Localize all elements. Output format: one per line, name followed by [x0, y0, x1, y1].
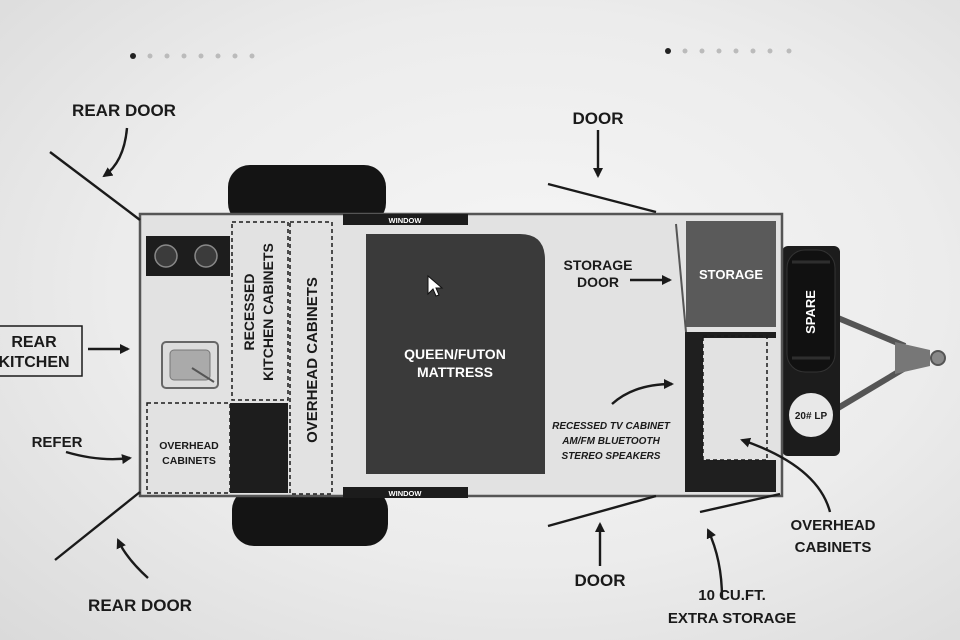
label-storage-door-1: STORAGE [564, 257, 633, 273]
window-bottom [343, 487, 468, 498]
kitchen-sink [161, 341, 219, 389]
label-refer: REFER [32, 434, 83, 451]
label-recessed-kitchen-1: RECESSED [241, 273, 257, 350]
label-rear-kitchen-1: REAR [11, 334, 57, 351]
rear-kitchen-box [0, 325, 83, 377]
label-overhead-cabinets-right-1: OVERHEAD [790, 517, 875, 534]
annotation-arrows [65, 127, 832, 599]
side-door-bottom-line [547, 494, 657, 528]
side-door-top-line [547, 182, 657, 214]
label-window-bottom: WINDOW [389, 489, 423, 498]
carousel-dots-left [130, 53, 255, 59]
extra-storage-door-line [699, 492, 781, 514]
spare-tire-box [782, 246, 840, 456]
label-extra-storage-2: EXTRA STORAGE [668, 610, 796, 627]
label-door-bottom: DOOR [575, 571, 626, 590]
label-overhead-cabinets-vertical: OVERHEAD CABINETS [304, 277, 321, 443]
label-lp: 20# LP [795, 411, 828, 422]
storage-compartment [686, 221, 776, 327]
label-rear-door-bottom: REAR DOOR [88, 596, 192, 615]
label-storage: STORAGE [699, 267, 763, 282]
overhead-cabinets-center [289, 221, 333, 495]
label-recessed-kitchen-2: KITCHEN CABINETS [260, 243, 276, 381]
label-tv-1: RECESSED TV CABINET [552, 421, 671, 432]
label-mattress-2: MATTRESS [417, 364, 493, 380]
label-tv-3: STEREO SPEAKERS [562, 451, 661, 462]
stove-burners [146, 236, 230, 276]
recessed-kitchen-cabinets [231, 221, 289, 401]
label-window-top: WINDOW [389, 216, 423, 225]
label-door-top: DOOR [573, 109, 624, 128]
window-top [343, 214, 468, 225]
label-rear-kitchen-2: KITCHEN [0, 354, 70, 371]
trailer-hitch [836, 315, 946, 411]
label-spare: SPARE [803, 290, 818, 334]
rear-door-top-line [49, 151, 141, 221]
overhead-cabinets-right [702, 335, 768, 461]
carousel-dots-right [665, 48, 792, 54]
label-overhead-cabinets-right-2: CABINETS [795, 539, 872, 556]
label-mattress-1: QUEEN/FUTON [404, 346, 506, 362]
label-overhead-cabinets-left-2: CABINETS [162, 455, 216, 467]
label-tv-2: AM/FM BLUETOOTH [561, 436, 660, 447]
wheel-top [228, 165, 386, 225]
wheel-bottom [232, 488, 388, 546]
mouse-cursor-icon [427, 274, 444, 297]
label-storage-door-2: DOOR [577, 274, 619, 290]
label-rear-door-top: REAR DOOR [72, 101, 176, 120]
label-overhead-cabinets-left-1: OVERHEAD [159, 440, 219, 452]
queen-futon-mattress [366, 234, 545, 474]
rear-door-bottom-line [54, 491, 141, 561]
refer-block [230, 403, 288, 493]
label-extra-storage-1: 10 CU.FT. [698, 587, 766, 604]
